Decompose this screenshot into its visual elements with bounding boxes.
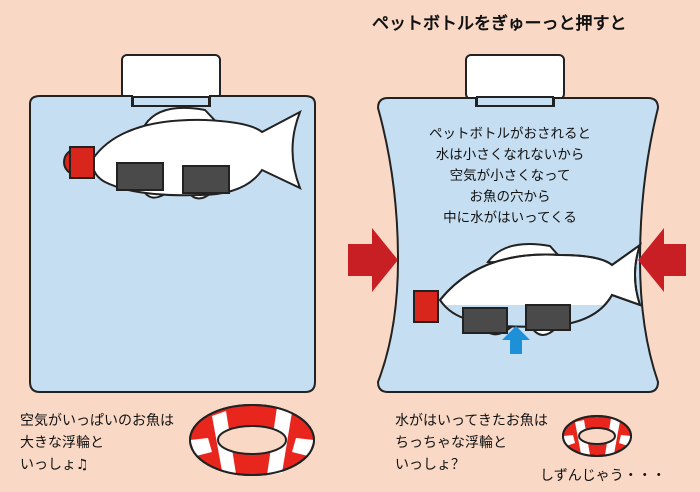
right-caption: 水がはいってきたお魚は ちっちゃな浮輪と いっしょ？ <box>395 410 548 476</box>
explanation-line: お魚の穴から <box>469 189 551 205</box>
explanation-line: 中に水がはいってくる <box>443 210 577 226</box>
left-fish-cap <box>69 146 95 179</box>
arrow-left-icon <box>638 228 686 292</box>
big-swim-ring-icon <box>189 404 315 476</box>
right-fish <box>413 242 642 354</box>
left-caption-line: 空気がいっぱいのお魚は <box>20 413 174 429</box>
left-fish-weight-back <box>182 165 230 194</box>
explanation-line: 空気が小さくなって <box>449 168 571 184</box>
explanation-text: ペットボトルがおされると 水は小さくなれないから 空気が小さくなって お魚の穴か… <box>382 124 638 229</box>
right-bottle-cap <box>465 54 565 100</box>
sinking-text: しずんじゃう・・・ <box>540 468 666 484</box>
diagram-title: ペットボトルをぎゅーっと押すと <box>372 14 627 34</box>
left-caption: 空気がいっぱいのお魚は 大きな浮輪と いっしょ♫ <box>20 410 174 476</box>
right-fish-weight-front <box>462 307 508 334</box>
right-caption-line: いっしょ？ <box>395 457 465 473</box>
right-fish-weight-back <box>525 304 571 331</box>
left-bottle <box>29 54 316 393</box>
explanation-line: ペットボトルがおされると <box>429 126 591 142</box>
small-swim-ring-icon <box>562 415 632 457</box>
right-caption-line: ちっちゃな浮輪と <box>395 435 507 451</box>
left-fish-weight-front <box>116 162 164 191</box>
arrow-right-icon <box>348 228 398 292</box>
left-caption-line: 大きな浮輪と <box>20 435 104 451</box>
explanation-line: 水は小さくなれないから <box>435 147 585 163</box>
right-caption-line: 水がはいってきたお魚は <box>395 413 548 429</box>
left-fish <box>63 106 302 200</box>
left-bottle-cap <box>121 54 221 100</box>
up-arrow-icon <box>502 326 530 354</box>
right-fish-cap <box>413 290 439 323</box>
left-caption-line: いっしょ♫ <box>20 457 89 473</box>
